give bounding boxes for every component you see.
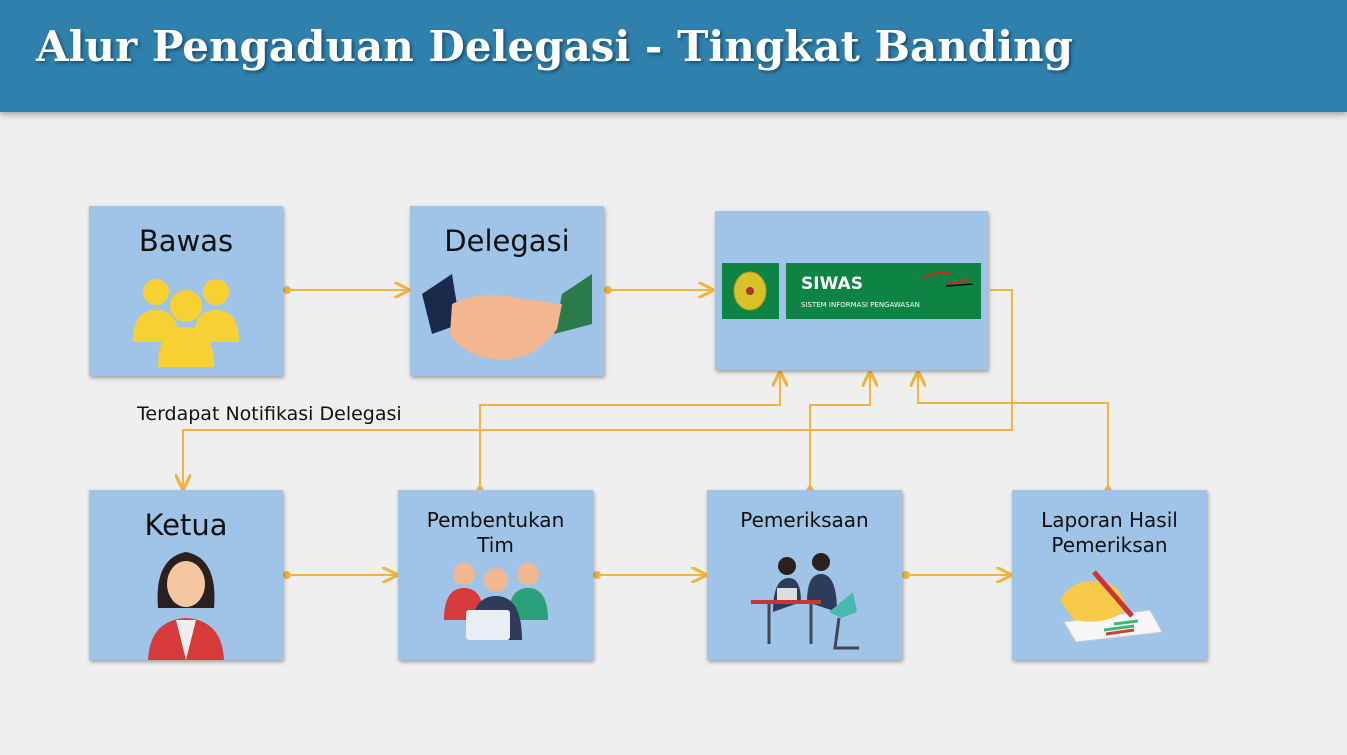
header: Alur Pengaduan Delegasi - Tingkat Bandin…: [0, 0, 1347, 112]
arrow-pemeriksaan-siwas: [810, 373, 870, 488]
box-laporan: Laporan Hasil Pemeriksan: [1012, 490, 1207, 660]
siwas-subtitle: SISTEM INFORMASI PENGAWASAN: [801, 301, 920, 309]
awasi-siwas-logo: [921, 270, 974, 287]
woman-avatar-icon: [148, 552, 224, 660]
team-icon: [444, 563, 548, 640]
box-label: Pembentukan Tim: [426, 508, 565, 557]
box-ketua: Ketua: [89, 490, 283, 660]
box-label: Laporan Hasil Pemeriksan: [1041, 508, 1178, 557]
box-pembentukan-tim: Pembentukan Tim: [398, 490, 593, 660]
box-label: Ketua: [144, 508, 228, 542]
box-label: Pemeriksaan: [740, 508, 869, 532]
box-delegasi: Delegasi: [410, 206, 604, 376]
box-bawas: Bawas: [89, 206, 283, 376]
box-pemeriksaan: Pemeriksaan: [707, 490, 902, 660]
arrow-laporan-siwas: [918, 373, 1108, 488]
meeting-icon: [751, 553, 859, 650]
siwas-banner: SIWAS SISTEM INFORMASI PENGAWASAN: [786, 263, 981, 319]
siwas-name: SIWAS: [801, 274, 863, 294]
writing-report-icon: [1060, 570, 1163, 642]
handshake-icon: [422, 274, 592, 360]
notification-label: Terdapat Notifikasi Delegasi: [137, 403, 402, 425]
box-siwas: SIWAS SISTEM INFORMASI PENGAWASAN: [715, 211, 988, 370]
arrow-pembentukan-siwas: [480, 373, 780, 488]
box-label: Delegasi: [444, 224, 570, 258]
group-people-icon: [133, 279, 239, 367]
seal-logo: [722, 263, 779, 319]
box-label: Bawas: [138, 224, 234, 258]
page-title: Alur Pengaduan Delegasi - Tingkat Bandin…: [36, 22, 1073, 71]
